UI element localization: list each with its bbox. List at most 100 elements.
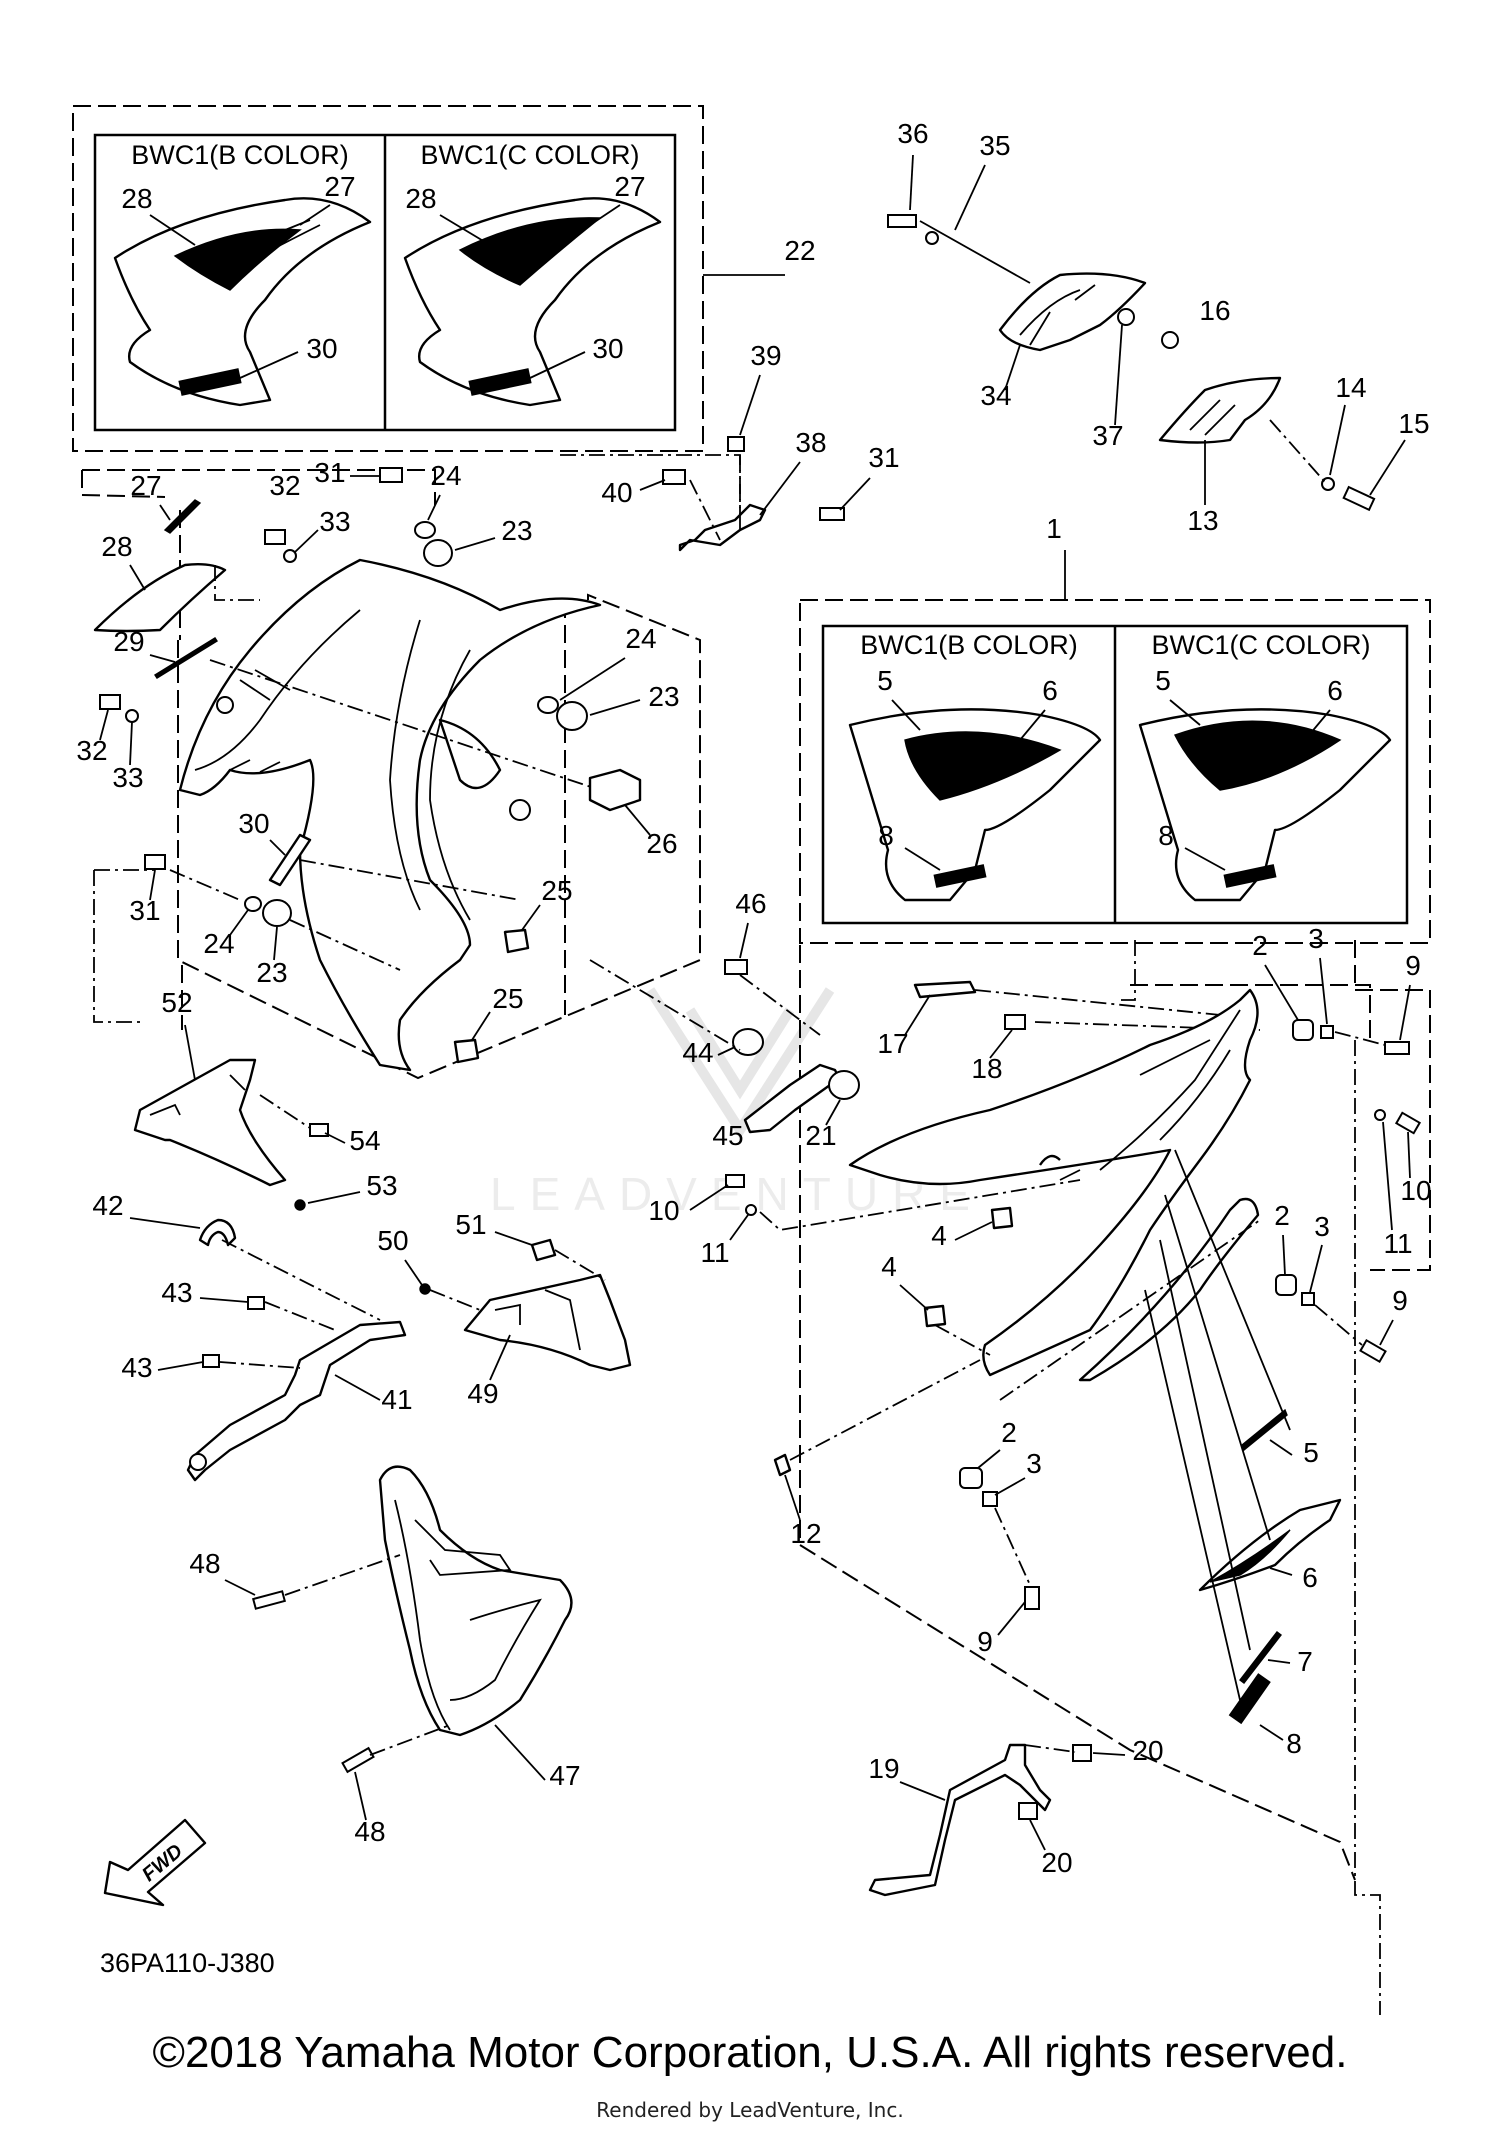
callout-2-c: 2 bbox=[1001, 1417, 1017, 1448]
nut-16 bbox=[1161, 331, 1179, 349]
stay-41 bbox=[186, 1320, 407, 1482]
inset-1-dashed-outline bbox=[799, 599, 1431, 944]
callout-45: 45 bbox=[712, 1120, 743, 1151]
callout-2-a: 2 bbox=[1252, 930, 1268, 961]
callout-49: 49 bbox=[467, 1378, 498, 1409]
bolt-9-c bbox=[1024, 1586, 1040, 1610]
callout-3-a: 3 bbox=[1308, 923, 1324, 954]
copyright-text: ©2018 Yamaha Motor Corporation, U.S.A. A… bbox=[152, 2028, 1348, 2077]
callout-9-c: 9 bbox=[977, 1626, 993, 1657]
collar-23-top bbox=[423, 539, 453, 567]
pin-51 bbox=[530, 1238, 557, 1262]
grommet-2-a bbox=[1292, 1019, 1314, 1041]
callout-36: 36 bbox=[897, 118, 928, 149]
callout-20-b: 20 bbox=[1041, 1847, 1072, 1878]
right-cowl-outline-b bbox=[1354, 940, 1431, 1271]
bolt-31-mid bbox=[379, 467, 403, 483]
callout-33-left: 33 bbox=[112, 762, 143, 793]
collar-3-b bbox=[1301, 1292, 1315, 1306]
callout-24-mid: 24 bbox=[625, 623, 656, 654]
callout-51: 51 bbox=[455, 1209, 486, 1240]
cowling-b-color-drawing bbox=[848, 708, 1102, 902]
decal-30 bbox=[268, 833, 312, 887]
callout-32-left: 32 bbox=[76, 735, 107, 766]
bolt-10-b bbox=[725, 1174, 745, 1188]
decal-5 bbox=[1241, 1408, 1288, 1452]
collar-3-c bbox=[982, 1491, 998, 1507]
clamp-42 bbox=[198, 1218, 237, 1247]
grommet-2-b bbox=[1275, 1274, 1297, 1296]
block-26 bbox=[588, 768, 642, 812]
decal-28 bbox=[93, 562, 227, 633]
clip-25-upper bbox=[503, 928, 530, 954]
callout-6-b: 6 bbox=[1042, 675, 1058, 706]
callout-23-low: 23 bbox=[256, 957, 287, 988]
callout-4-a: 4 bbox=[931, 1220, 947, 1251]
clip-25-lower bbox=[453, 1038, 480, 1064]
inset-22: BWC1(B COLOR) BWC1(C COLOR) 28 27 30 28 … bbox=[72, 105, 816, 452]
callout-44: 44 bbox=[682, 1037, 713, 1068]
grommet-24-top bbox=[414, 521, 436, 539]
bolt-9-a bbox=[1384, 1041, 1410, 1055]
callout-24-top: 24 bbox=[430, 460, 461, 491]
part-13-cover bbox=[1158, 376, 1282, 444]
washer-11-b bbox=[745, 1204, 757, 1216]
callout-23-mid: 23 bbox=[648, 681, 679, 712]
bolt-36 bbox=[887, 214, 917, 228]
callout-26: 26 bbox=[646, 828, 677, 859]
callout-46: 46 bbox=[735, 888, 766, 919]
callout-39: 39 bbox=[750, 340, 781, 371]
decal-7 bbox=[1239, 1631, 1282, 1684]
inset-1: BWC1(B COLOR) BWC1(C COLOR) 5 6 8 5 6 8 … bbox=[799, 513, 1431, 944]
callout-5: 5 bbox=[1303, 1437, 1319, 1468]
washer-11-a bbox=[1374, 1109, 1386, 1121]
inset-22-left-header: BWC1(B COLOR) bbox=[131, 140, 349, 170]
rendered-by-text: Rendered by LeadVenture, Inc. bbox=[596, 2098, 904, 2122]
grommet-24-mid bbox=[537, 696, 559, 714]
clip-4-a bbox=[990, 1206, 1014, 1230]
fwd-arrow[interactable]: FWD bbox=[103, 1818, 207, 1907]
callout-5-b: 5 bbox=[877, 665, 893, 696]
callout-3-c: 3 bbox=[1026, 1448, 1042, 1479]
callout-11-a: 11 bbox=[1383, 1228, 1412, 1259]
callout-28: 28 bbox=[101, 531, 132, 562]
mount-line-c bbox=[1120, 940, 1381, 2015]
callout-41: 41 bbox=[381, 1384, 412, 1415]
washer-14 bbox=[1321, 477, 1335, 491]
callout-40: 40 bbox=[601, 477, 632, 508]
callout-2-b: 2 bbox=[1274, 1200, 1290, 1231]
callout-38: 38 bbox=[795, 427, 826, 458]
clip-4-b bbox=[923, 1304, 947, 1328]
callout-25-upper: 25 bbox=[541, 875, 572, 906]
bolt-32-top bbox=[264, 529, 286, 545]
callout-21: 21 bbox=[805, 1120, 836, 1151]
callout-32-top: 32 bbox=[269, 470, 300, 501]
cowling-c-color-drawing bbox=[1138, 708, 1392, 902]
rivet-12 bbox=[773, 1453, 792, 1477]
callout-13: 13 bbox=[1187, 505, 1218, 536]
callout-23-top: 23 bbox=[501, 515, 532, 546]
inset-1-right-header: BWC1(C COLOR) bbox=[1151, 630, 1370, 660]
callout-30-b: 30 bbox=[306, 333, 337, 364]
bolt-48-a bbox=[251, 1590, 287, 1610]
bolt-43-b bbox=[202, 1354, 220, 1368]
collar-44 bbox=[732, 1028, 764, 1056]
callout-31-left: 31 bbox=[129, 895, 160, 926]
bolt-31-left bbox=[144, 854, 166, 870]
callout-43-b: 43 bbox=[121, 1352, 152, 1383]
bolt-31-upper bbox=[819, 507, 845, 521]
drawing-code: 36PA110-J380 bbox=[100, 1948, 275, 1978]
callout-27: 27 bbox=[130, 470, 161, 501]
right-cowl-assembly-outline bbox=[799, 945, 1371, 1881]
bracket-17 bbox=[913, 980, 977, 999]
upper-cowling bbox=[178, 558, 602, 1072]
inset-22-right-header: BWC1(C COLOR) bbox=[420, 140, 639, 170]
callout-35: 35 bbox=[979, 130, 1010, 161]
stay-19 bbox=[868, 1743, 1052, 1897]
callout-17: 17 bbox=[877, 1028, 908, 1059]
callout-31-mid: 31 bbox=[314, 457, 345, 488]
callout-31-top: 31 bbox=[868, 442, 899, 473]
collar-23-mid bbox=[556, 701, 588, 731]
grommet-37 bbox=[1117, 308, 1135, 326]
callout-33-top: 33 bbox=[319, 506, 350, 537]
